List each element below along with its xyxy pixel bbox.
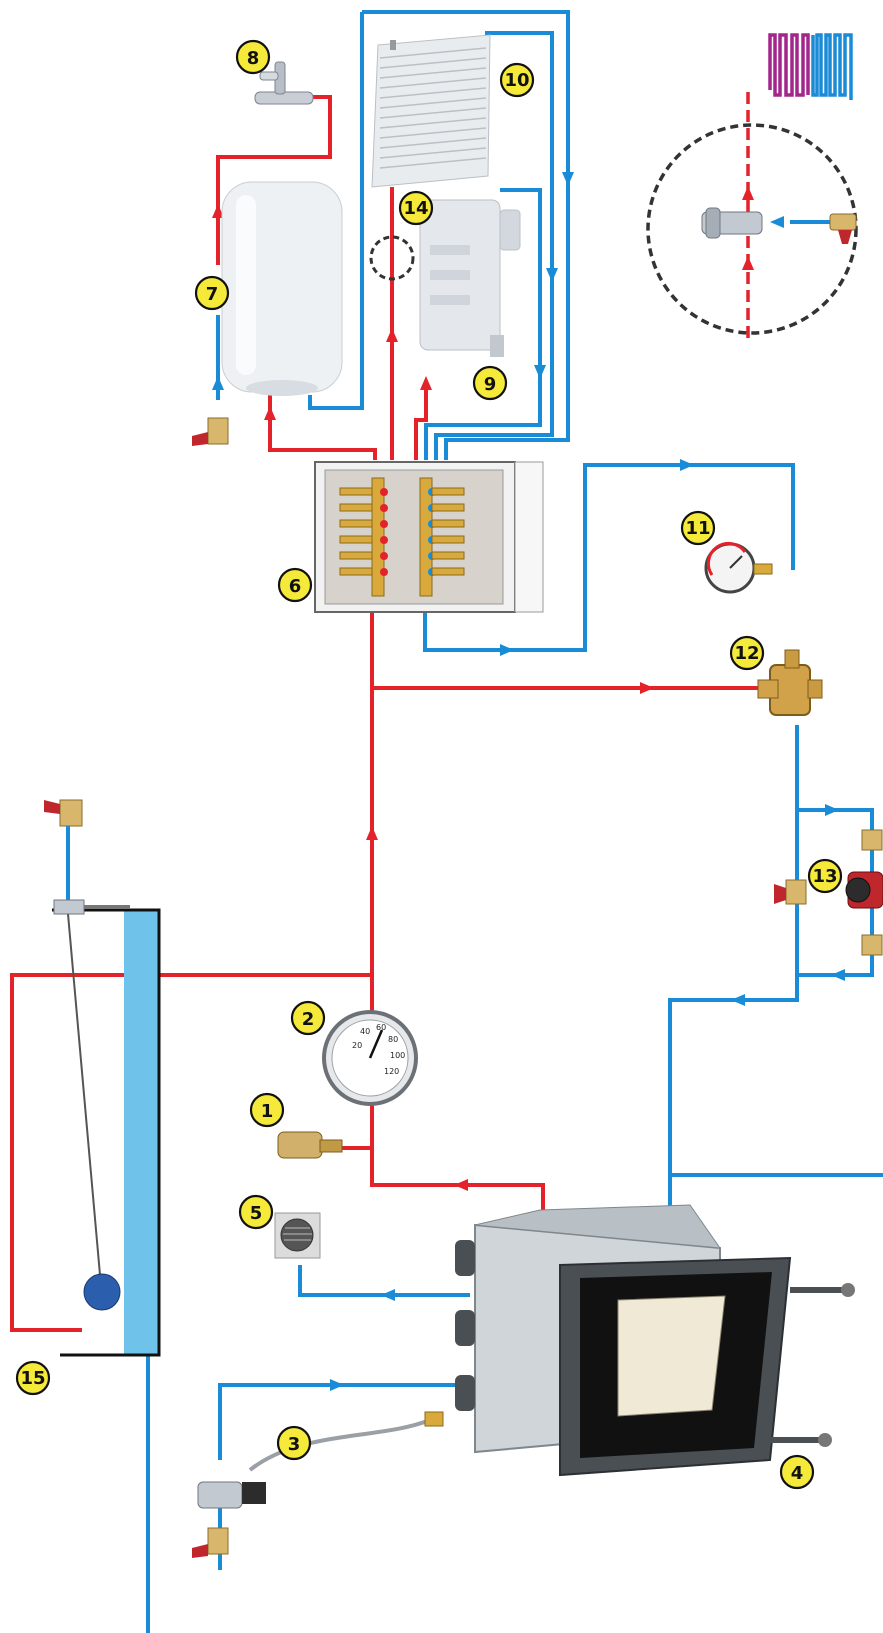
pressure-gauge-icon: 20 40 60 80 100 120	[322, 1010, 418, 1106]
hot-pipes	[10, 92, 760, 1332]
svg-text:40: 40	[360, 1027, 370, 1036]
callout-badge: 8	[235, 39, 271, 75]
manifold-cabinet	[314, 461, 544, 613]
svg-text:15: 15	[20, 1368, 45, 1389]
svg-text:8: 8	[247, 48, 260, 69]
boiler-fireplace	[455, 1204, 855, 1477]
svg-text:3: 3	[288, 1434, 301, 1455]
ball-valve-icon	[44, 799, 83, 827]
safety-valve-icon	[277, 1131, 343, 1159]
fan-heater	[419, 199, 521, 357]
svg-text:11: 11	[685, 518, 710, 539]
callout-badge: 1	[249, 1092, 285, 1128]
callout-badge: 9	[472, 365, 508, 401]
water-heater	[221, 181, 343, 396]
svg-text:20: 20	[352, 1041, 362, 1050]
svg-text:120: 120	[384, 1067, 399, 1076]
svg-text:9: 9	[484, 374, 497, 395]
ball-valve-icon	[192, 1527, 229, 1558]
detail-marker-circle	[369, 235, 415, 281]
callout-badge: 12	[729, 635, 765, 671]
cold-flow-arrows	[212, 172, 845, 1391]
svg-text:6: 6	[289, 576, 302, 597]
callout-badge: 5	[238, 1194, 274, 1230]
svg-text:2: 2	[302, 1009, 315, 1030]
callout-badge: 3	[276, 1425, 312, 1461]
three-way-valve	[757, 649, 823, 716]
svg-text:7: 7	[206, 284, 219, 305]
callout-badge: 6	[277, 567, 313, 603]
svg-text:14: 14	[403, 198, 428, 219]
svg-text:80: 80	[388, 1035, 398, 1044]
callout-badge: 14	[398, 190, 434, 226]
thermo-manometer-icon	[704, 541, 773, 594]
svg-text:1: 1	[261, 1101, 274, 1122]
svg-text:60: 60	[376, 1023, 386, 1032]
callout-badge: 13	[807, 858, 843, 894]
ball-valve-icon	[192, 417, 229, 446]
callout-badge: 11	[680, 510, 716, 546]
faucet-icon	[254, 61, 314, 105]
mixing-valve-detail	[646, 123, 858, 335]
circulation-pump	[774, 829, 883, 956]
svg-text:4: 4	[791, 1463, 804, 1484]
callout-badge: 4	[779, 1454, 815, 1490]
svg-text:5: 5	[250, 1203, 263, 1224]
callout-badge: 2	[290, 1000, 326, 1036]
svg-text:10: 10	[504, 70, 529, 91]
feed-tank	[52, 826, 161, 1357]
callout-badge: 15	[15, 1360, 51, 1396]
callout-badge: 10	[499, 62, 535, 98]
cold-pipes	[146, 10, 883, 1633]
hot-flow-arrows	[212, 186, 754, 1191]
panel-radiator	[371, 34, 491, 188]
svg-text:100: 100	[390, 1051, 405, 1060]
svg-text:12: 12	[734, 643, 759, 664]
fill-valve-icon	[197, 1411, 444, 1509]
svg-text:13: 13	[812, 866, 837, 887]
callout-badge: 7	[194, 275, 230, 311]
floor-drain-icon	[274, 1212, 321, 1259]
